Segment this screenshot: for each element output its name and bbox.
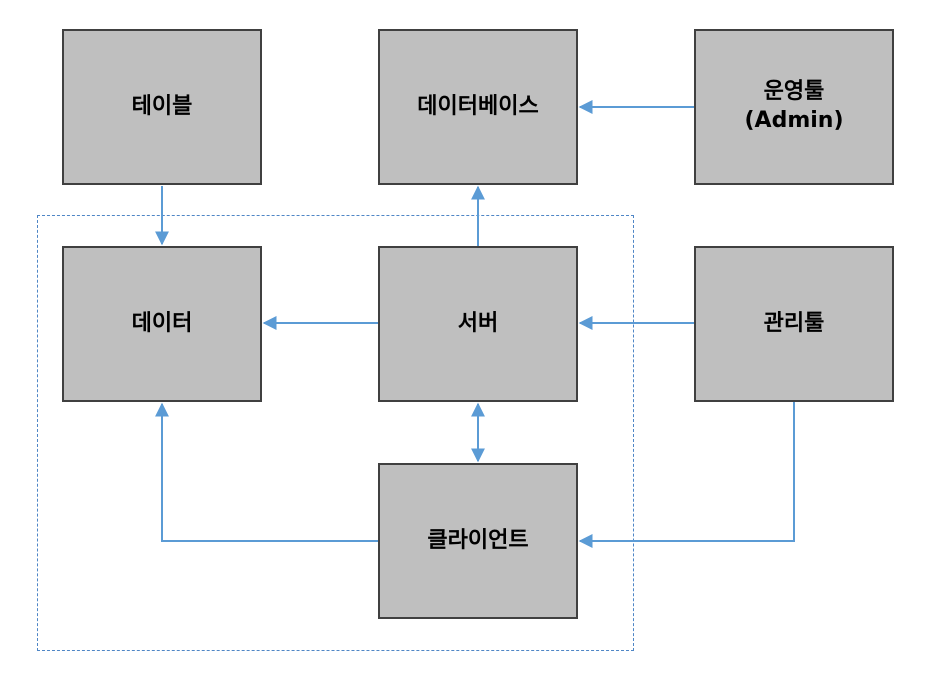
node-database-label: 데이터베이스 (417, 93, 539, 119)
node-ops-tool-label: 운영툴 (Admin) (744, 79, 844, 133)
node-data: 데이터 (62, 246, 262, 402)
node-server: 서버 (378, 246, 578, 402)
node-client-label: 클라이언트 (427, 527, 529, 553)
node-client: 클라이언트 (378, 463, 578, 619)
node-server-label: 서버 (457, 310, 499, 336)
node-mgmt-tool-label: 관리툴 (763, 310, 825, 336)
edge-mgmt-tool-to-client (578, 402, 795, 548)
node-ops-tool: 운영툴 (Admin) (694, 29, 894, 185)
client-server-group-frame (37, 215, 634, 651)
node-data-label: 데이터 (131, 310, 193, 336)
node-table-label: 테이블 (131, 93, 193, 119)
edge-client-to-data (155, 402, 378, 542)
node-mgmt-tool: 관리툴 (694, 246, 894, 402)
node-database: 데이터베이스 (378, 29, 578, 185)
node-table: 테이블 (62, 29, 262, 185)
